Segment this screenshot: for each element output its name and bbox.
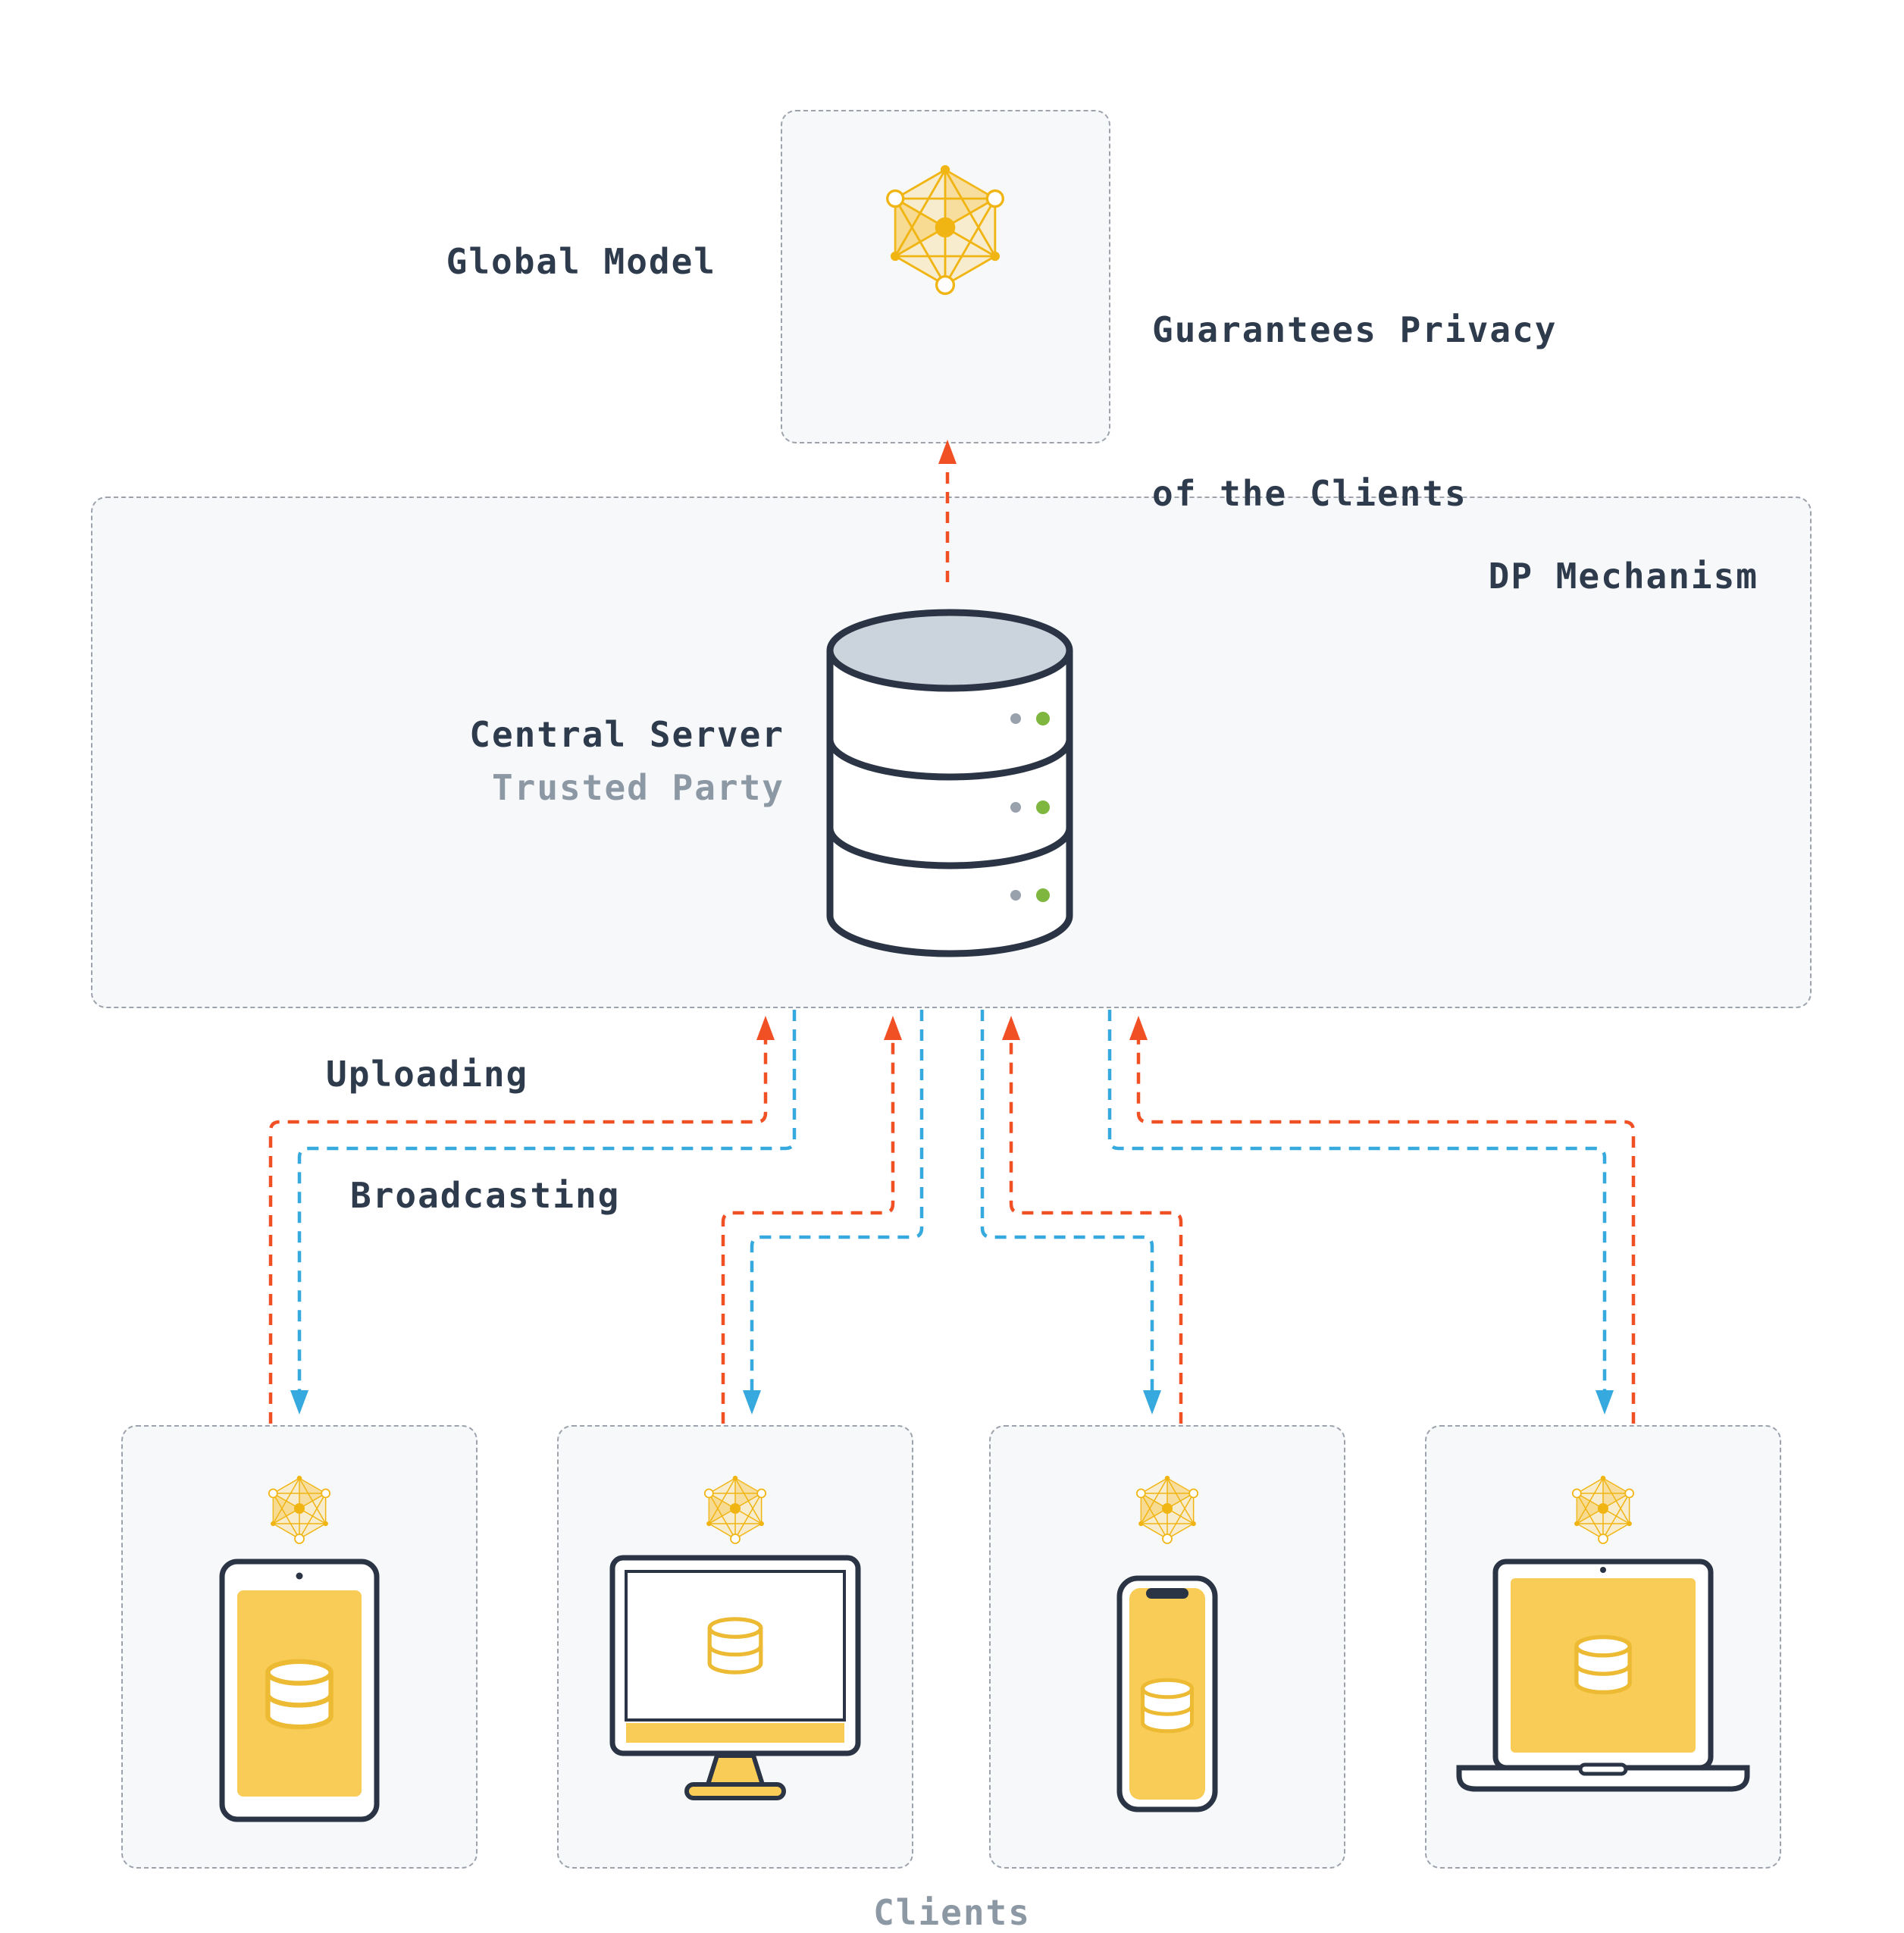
phone-notch bbox=[1146, 1588, 1188, 1599]
client4-network-graph-icon bbox=[1571, 1474, 1635, 1544]
privacy-note: Guarantees Privacy of the Clients bbox=[1152, 193, 1558, 630]
upload-arrow-client4 bbox=[1136, 1040, 1636, 1424]
global-model-label: Global Model bbox=[446, 241, 716, 282]
smartphone-icon bbox=[1116, 1575, 1218, 1812]
broadcast-arrow-client4 bbox=[1107, 1010, 1607, 1390]
tablet-icon bbox=[219, 1559, 380, 1822]
broadcast-arrow-client2 bbox=[750, 1010, 924, 1390]
client2-network-graph-icon bbox=[703, 1474, 767, 1544]
broadcasting-label: Broadcasting bbox=[350, 1175, 621, 1216]
client3-network-graph-icon bbox=[1135, 1474, 1199, 1544]
privacy-note-line1: Guarantees Privacy bbox=[1152, 309, 1558, 350]
uploading-label: Uploading bbox=[326, 1054, 529, 1095]
database-cylinder-icon bbox=[268, 1662, 330, 1727]
tablet-camera-dot bbox=[296, 1572, 303, 1580]
model-update-arrow bbox=[938, 440, 957, 582]
laptop-icon bbox=[1456, 1559, 1750, 1792]
broadcast-arrow-client1 bbox=[297, 1010, 797, 1390]
database-server-icon bbox=[826, 609, 1073, 957]
privacy-note-line2: of the Clients bbox=[1152, 473, 1467, 514]
upload-arrow-client2 bbox=[721, 1040, 895, 1424]
desktop-imac-icon bbox=[609, 1555, 861, 1800]
desktop-stand-neck bbox=[704, 1753, 766, 1787]
clients-label: Clients bbox=[873, 1892, 1031, 1933]
upload-arrow-client1 bbox=[268, 1040, 768, 1424]
client1-network-graph-icon bbox=[268, 1474, 331, 1544]
database-cylinder-icon bbox=[1577, 1637, 1630, 1693]
broadcast-arrow-client3 bbox=[980, 1010, 1154, 1390]
network-graph-icon bbox=[886, 164, 1004, 296]
upload-arrow-client3 bbox=[1009, 1040, 1183, 1424]
broadcast-arrowheads bbox=[290, 1390, 1614, 1415]
upload-arrows bbox=[268, 1016, 1636, 1424]
central-server-label: Central Server bbox=[469, 714, 784, 755]
database-cylinder-icon bbox=[709, 1619, 761, 1672]
desktop-stand-base bbox=[684, 1782, 786, 1800]
dp-mechanism-label: DP Mechanism bbox=[1488, 556, 1758, 597]
laptop-base-notch bbox=[1578, 1762, 1628, 1776]
laptop-base bbox=[1456, 1765, 1750, 1792]
upload-arrowheads bbox=[756, 1016, 1148, 1040]
database-cylinder-icon bbox=[1143, 1680, 1192, 1731]
server-status-lights bbox=[1010, 712, 1050, 902]
broadcast-arrows bbox=[290, 1010, 1614, 1415]
laptop-camera-dot bbox=[1600, 1567, 1606, 1573]
trusted-party-label: Trusted Party bbox=[491, 767, 784, 808]
